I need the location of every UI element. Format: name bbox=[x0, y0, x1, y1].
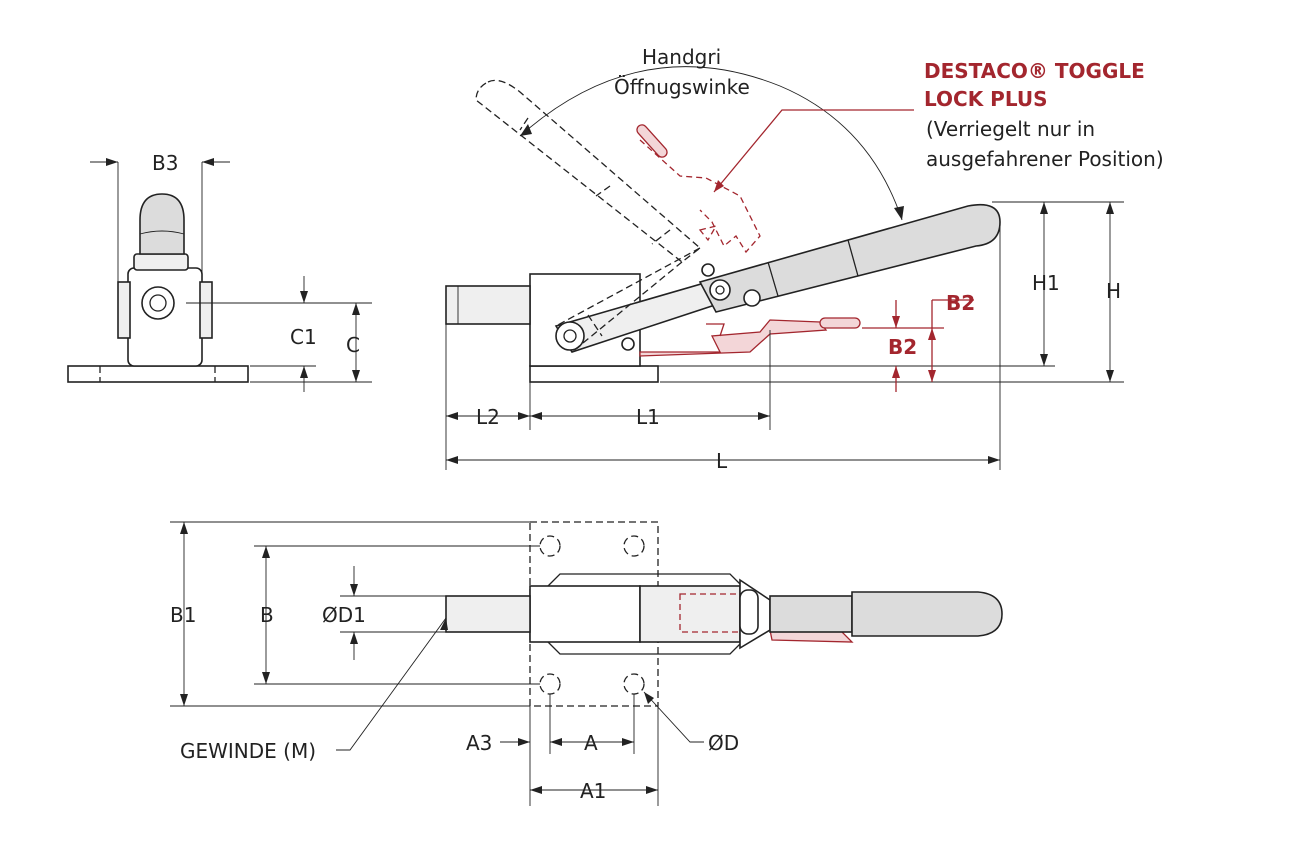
side-view: Handgri Öffnugswinke DESTACO® TOGGLE LOC… bbox=[445, 45, 1164, 473]
dim-d-label: ØD bbox=[708, 731, 739, 755]
side-view-plunger bbox=[445, 285, 531, 325]
top-view: B1 B ØD1 GEWINDE (M) A3 A A1 bbox=[170, 521, 1003, 806]
dim-h-label: H bbox=[1106, 279, 1121, 303]
thread-label: GEWINDE (M) bbox=[180, 739, 316, 763]
dim-l2-label: L2 bbox=[476, 405, 500, 429]
handle-angle-label-1: Handgri bbox=[642, 45, 721, 69]
dim-b2-side-label: B2 bbox=[888, 335, 917, 359]
end-view-handle bbox=[139, 193, 185, 255]
end-view-base-plate bbox=[67, 365, 249, 383]
handle-angle-arc bbox=[519, 66, 903, 221]
side-view-base bbox=[529, 365, 659, 383]
lock-note-line-1: (Verriegelt nur in bbox=[926, 117, 1095, 141]
toggle-lock-closed bbox=[639, 319, 828, 357]
top-view-body bbox=[529, 585, 641, 643]
brand-label-line-1: DESTACO® TOGGLE bbox=[924, 59, 1145, 83]
dim-d1-label: ØD1 bbox=[322, 603, 366, 627]
side-view-handle-open bbox=[475, 79, 702, 263]
dim-b1-label: B1 bbox=[170, 603, 196, 627]
dim-b3-label: B3 bbox=[152, 151, 178, 175]
dim-a1-label: A1 bbox=[580, 779, 606, 803]
dim-b-label: B bbox=[260, 603, 274, 627]
dim-a-label: A bbox=[584, 731, 598, 755]
lock-note-line-2: ausgefahrener Position) bbox=[926, 147, 1164, 171]
dim-l1-label: L1 bbox=[636, 405, 660, 429]
dim-b2-top-label: B2 bbox=[946, 291, 975, 315]
handle-angle-label-2: Öffnugswinke bbox=[614, 75, 750, 99]
end-view: B3 C1 C bbox=[67, 151, 372, 392]
brand-label-line-2: LOCK PLUS bbox=[924, 87, 1048, 111]
dim-a3-label: A3 bbox=[466, 731, 492, 755]
dim-c1-label: C1 bbox=[290, 325, 317, 349]
dim-c-label: C bbox=[346, 333, 360, 357]
top-view-plunger bbox=[445, 595, 531, 633]
dim-l-label: L bbox=[716, 449, 728, 473]
dim-h1-label: H1 bbox=[1032, 271, 1060, 295]
toggle-lock-open bbox=[639, 139, 761, 254]
end-view-spindle bbox=[141, 286, 175, 320]
top-view-handle bbox=[769, 595, 853, 633]
